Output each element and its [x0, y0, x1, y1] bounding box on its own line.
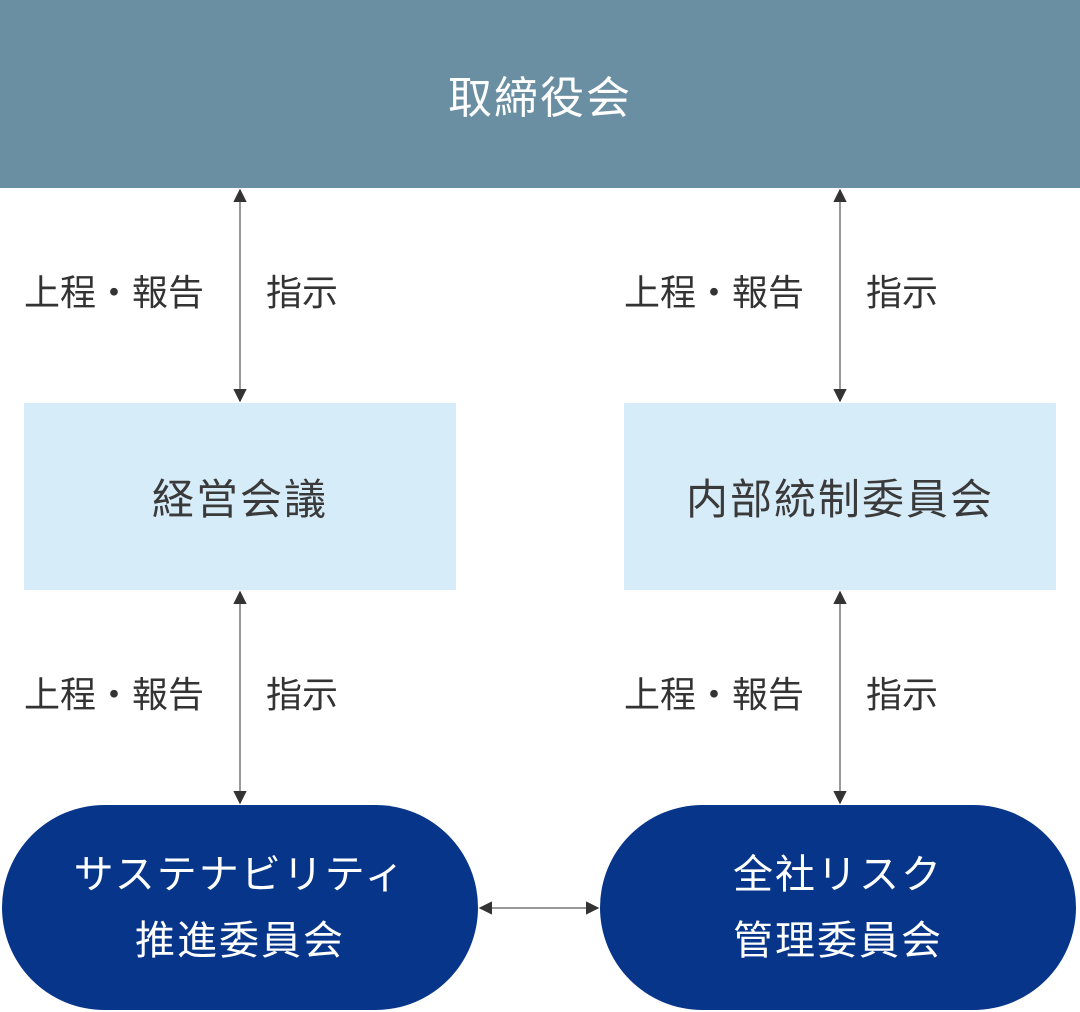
- edge-label-report-mgmt-sus: 上程・報告: [24, 675, 205, 716]
- internal-control-committee-box: 内部統制委員会: [624, 403, 1056, 590]
- edge-label-report-board-audit: 上程・報告: [624, 273, 805, 314]
- sustainability-committee-label-line2: 推進委員会: [135, 917, 345, 964]
- risk-committee-label-line2: 管理委員会: [733, 917, 943, 964]
- management-meeting-box: 経営会議: [24, 403, 456, 590]
- edge-label-instruct-board-mgmt: 指示: [266, 273, 339, 314]
- internal-control-committee-label: 内部統制委員会: [685, 475, 994, 524]
- management-meeting-label: 経営会議: [151, 475, 328, 524]
- sustainability-committee-label-line1: サステナビリティ: [73, 851, 407, 898]
- risk-committee-label-line1: 全社リスク: [733, 851, 943, 898]
- edge-label-instruct-mgmt-sus: 指示: [266, 675, 339, 716]
- sustainability-committee-box: サステナビリティ 推進委員会: [2, 805, 478, 1010]
- edge-label-instruct-board-audit: 指示: [866, 273, 939, 314]
- edge-label-instruct-audit-risk: 指示: [866, 675, 939, 716]
- board-of-directors-label: 取締役会: [448, 73, 632, 124]
- edge-label-report-board-mgmt: 上程・報告: [24, 273, 205, 314]
- board-of-directors-box: 取締役会: [0, 0, 1080, 188]
- edge-label-report-audit-risk: 上程・報告: [624, 675, 805, 716]
- risk-committee-box: 全社リスク 管理委員会: [600, 805, 1076, 1010]
